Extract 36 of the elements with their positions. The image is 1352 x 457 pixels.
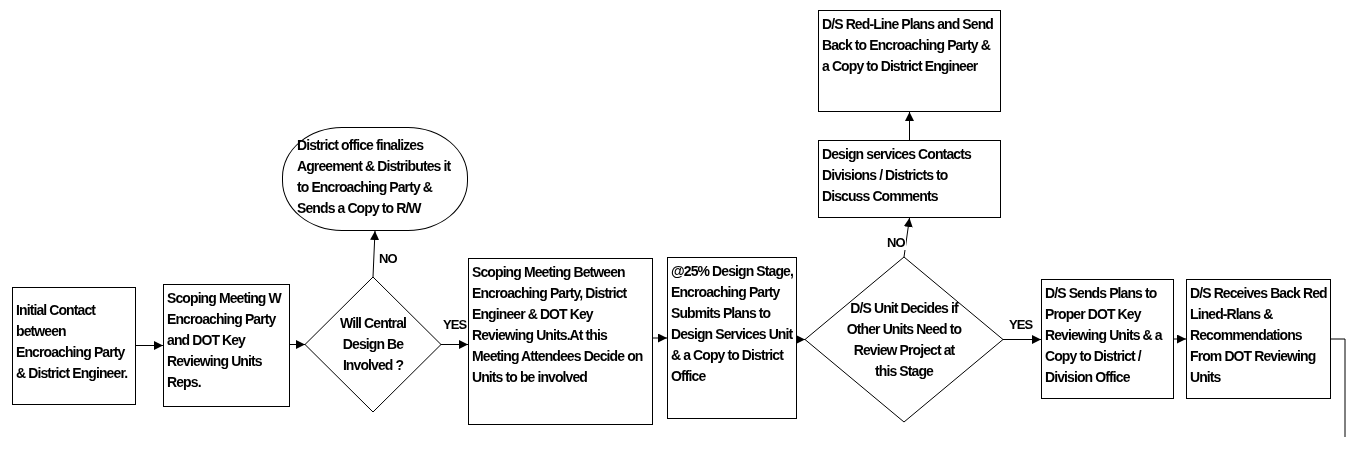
arrow	[796, 335, 806, 344]
process-box	[818, 10, 1001, 112]
connector-line	[1330, 338, 1346, 438]
process-box	[667, 257, 797, 419]
process-box	[818, 140, 1001, 218]
arrow	[905, 111, 914, 141]
arrow	[903, 217, 913, 258]
node-text: Scoping Meeting W Encroaching Party and DOT Key Reviewing Units Reps.	[167, 289, 283, 392]
process-box	[468, 258, 653, 425]
arrow	[289, 340, 306, 349]
process-box	[1041, 279, 1174, 399]
node-text: District office finalizes Agreement & Distributes it to Encroaching Party & Sends a Copy to R/W	[297, 136, 452, 218]
node-text: @25% Design Stage, Encroaching Party Submits Plans to Design Services Unit & a Copy to District Office	[671, 262, 793, 386]
arrow	[135, 341, 164, 350]
arrow	[1173, 334, 1187, 344]
edge-label: NO	[886, 236, 906, 250]
arrow	[1002, 335, 1042, 344]
process-box	[1186, 279, 1331, 399]
node-text: Initial Contact between Encroaching Party & District Engineer.	[16, 301, 129, 383]
node-text: Design services Contacts Divisions / Districts to Discuss Comments	[822, 145, 973, 206]
node-text: Scoping Meeting Between Encroaching Party, District Engineer & DOT Key Reviewing Units.At this Meeting Attendees Decide on Units to be involved	[472, 263, 644, 387]
node-text: D/S Receives Back Red Lined-Rlans & Recommendations From DOT Reviewing Units	[1190, 284, 1327, 387]
node-text: D/S Red-Line Plans and Send Back to Encroaching Party & a Copy to District Engineer	[822, 15, 994, 76]
edge-label: YES	[1008, 318, 1034, 332]
process-box	[12, 287, 136, 405]
decision-diamond	[805, 257, 1003, 422]
edge-label: YES	[442, 318, 468, 332]
arrow	[370, 230, 380, 278]
edge-label: NO	[378, 252, 398, 266]
node-text: D/S Sends Plans to Proper DOT Key Reviewing Units & a Copy to District / Division Office	[1045, 284, 1164, 387]
arrow	[652, 333, 668, 343]
node-text: Will Central Design Be Involved ?	[338, 314, 408, 375]
node-text: D/S Unit Decides if Other Units Need to Review Project at this Stage	[845, 298, 963, 381]
arrow	[440, 340, 469, 349]
process-box	[163, 284, 290, 407]
decision-diamond	[305, 277, 441, 412]
